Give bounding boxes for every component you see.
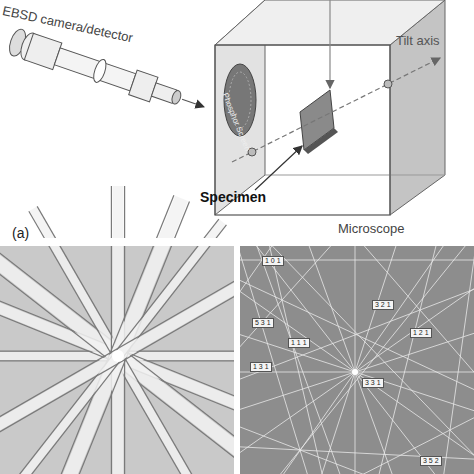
camera-tube	[54, 48, 136, 91]
figure-label: Tilt axis	[396, 34, 440, 48]
miller-index-label: 1 0 1	[262, 256, 284, 266]
miller-index-label: 1 3 1	[250, 362, 272, 372]
kikuchi-line	[240, 246, 474, 444]
figure-label: Specimen	[200, 190, 266, 205]
specimen-leader	[255, 146, 302, 190]
kikuchi-line	[240, 276, 474, 474]
panel-gap	[234, 246, 240, 474]
kikuchi-line	[240, 246, 474, 474]
camera-nose-end	[170, 89, 182, 105]
kikuchi-line	[240, 246, 474, 474]
kikuchi-line	[240, 267, 474, 474]
miller-index-label: 1 2 1	[410, 328, 432, 338]
kikuchi-line	[240, 328, 474, 474]
kikuchi-line	[355, 246, 356, 474]
pattern-center	[112, 350, 124, 362]
kikuchi-band-edge	[10, 219, 219, 474]
figure-label: (a)	[12, 226, 29, 241]
miller-index-label: 5 3 1	[252, 318, 274, 328]
specimen-edge	[304, 128, 338, 154]
kikuchi-line	[240, 246, 474, 474]
chamber-back-edge	[265, 175, 445, 176]
kikuchi-line	[240, 246, 399, 474]
kikuchi-line	[338, 246, 474, 474]
kikuchi-line	[240, 246, 474, 474]
kikuchi-line	[240, 432, 474, 468]
kikuchi-line	[240, 246, 474, 474]
kikuchi-band-edge	[0, 277, 269, 447]
kikuchi-band-edge	[111, 186, 112, 474]
kikuchi-line	[240, 246, 474, 474]
camera-ring	[91, 58, 108, 84]
kikuchi-band	[0, 271, 265, 441]
kikuchi-line	[240, 246, 378, 474]
ebsd-camera	[6, 27, 208, 120]
kikuchi-band-edge	[0, 265, 262, 435]
camera-arrow	[182, 99, 204, 106]
kikuchi-line	[240, 246, 457, 474]
tilt-axis-line	[232, 58, 440, 162]
miller-index-label: 1 1 1	[288, 338, 310, 348]
kikuchi-line	[250, 246, 460, 474]
kikuchi-line	[240, 246, 474, 432]
kikuchi-line	[240, 246, 358, 474]
figure-label: Microscope	[338, 222, 404, 236]
indexed-pattern-panel	[240, 246, 474, 474]
kikuchi-line	[403, 246, 474, 474]
miller-index-label: 3 3 1	[362, 378, 384, 388]
kikuchi-line	[240, 246, 474, 474]
panel-gap	[0, 238, 240, 246]
miller-index-label: 3 5 2	[420, 456, 442, 466]
zone-axis-dot	[352, 369, 358, 375]
tilt-pivot	[384, 80, 392, 88]
kikuchi-line	[240, 267, 474, 474]
indexed-line-group	[240, 246, 474, 474]
kikuchi-line	[240, 246, 474, 474]
kikuchi-line	[240, 246, 471, 474]
electron-beam	[329, 0, 330, 88]
miller-index-label: 3 2 1	[372, 300, 394, 310]
